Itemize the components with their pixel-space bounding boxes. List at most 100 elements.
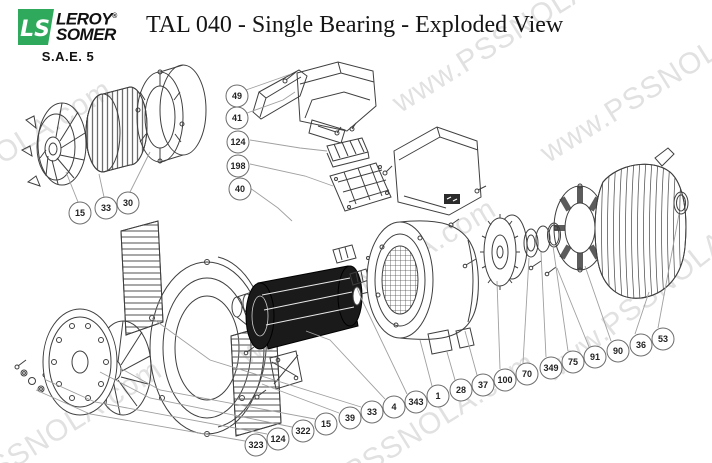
svg-text:28: 28 xyxy=(456,385,466,395)
callout-40: 40 xyxy=(228,177,252,201)
mounting-block xyxy=(243,346,303,400)
callout-15: 15 xyxy=(314,412,338,436)
leader-line xyxy=(356,287,408,395)
screws xyxy=(282,71,557,277)
svg-text:343: 343 xyxy=(408,397,423,407)
leader-line xyxy=(496,280,501,370)
leader-line xyxy=(246,91,296,114)
callout-91: 91 xyxy=(583,345,607,369)
leader-line xyxy=(261,383,340,414)
callout-39: 39 xyxy=(338,406,362,430)
terminal-box-cover-left xyxy=(296,61,377,144)
leader-line xyxy=(552,245,569,352)
registered-mark: ® xyxy=(112,13,117,20)
svg-text:124: 124 xyxy=(230,137,245,147)
louver-panel-upper xyxy=(120,220,164,336)
svg-text:90: 90 xyxy=(613,346,623,356)
leader-line xyxy=(99,371,293,428)
callout-90: 90 xyxy=(606,339,630,363)
leader-line xyxy=(446,351,456,381)
svg-text:100: 100 xyxy=(497,375,512,385)
end-frame xyxy=(135,64,207,164)
svg-text:37: 37 xyxy=(478,380,488,390)
svg-text:70: 70 xyxy=(522,369,532,379)
leader-line xyxy=(634,291,650,335)
terminal-box-cover-right xyxy=(393,126,482,216)
svg-text:53: 53 xyxy=(658,334,668,344)
svg-text:40: 40 xyxy=(235,184,245,194)
leader-line xyxy=(419,339,433,387)
callout-30: 30 xyxy=(116,191,140,215)
svg-text:36: 36 xyxy=(636,340,646,350)
leader-line xyxy=(522,257,530,364)
leader-line xyxy=(249,163,334,187)
callout-322: 322 xyxy=(291,419,315,443)
rear-housing xyxy=(594,147,687,299)
leader-line xyxy=(98,173,105,198)
brand-text: LEROY® SOMER xyxy=(56,9,117,44)
svg-text:124: 124 xyxy=(270,434,285,444)
leader-line xyxy=(35,389,246,442)
svg-text:49: 49 xyxy=(232,91,242,101)
svg-text:75: 75 xyxy=(568,357,578,367)
sae-label: S.A.E. 5 xyxy=(41,49,95,64)
svg-text:91: 91 xyxy=(590,352,600,362)
callout-37: 37 xyxy=(471,373,495,397)
leader-line xyxy=(43,378,268,435)
svg-text:349: 349 xyxy=(543,363,558,373)
svg-text:33: 33 xyxy=(101,203,111,213)
leader-line xyxy=(249,187,293,222)
bearing-and-rings xyxy=(523,222,561,258)
callout-349: 349 xyxy=(539,356,563,380)
leader-line xyxy=(464,330,478,376)
callout-198: 198 xyxy=(226,154,250,178)
leader-line xyxy=(584,265,612,342)
svg-text:1: 1 xyxy=(435,391,440,401)
callout-36: 36 xyxy=(629,333,653,357)
svg-text:LS: LS xyxy=(20,17,50,42)
svg-text:39: 39 xyxy=(345,413,355,423)
svg-text:323: 323 xyxy=(248,440,263,450)
svg-text:15: 15 xyxy=(75,208,85,218)
callout-53: 53 xyxy=(651,327,675,351)
callout-4: 4 xyxy=(382,395,406,419)
coupling-disc xyxy=(42,308,118,416)
leader-line xyxy=(245,73,292,91)
stator xyxy=(366,220,479,355)
leader-line xyxy=(119,367,316,420)
avr-board xyxy=(329,162,392,212)
callout-124: 124 xyxy=(226,130,250,154)
page-title: TAL 040 - Single Bearing - Exploded View xyxy=(146,12,564,38)
svg-text:322: 322 xyxy=(295,426,310,436)
callout-70: 70 xyxy=(515,362,539,386)
front-fan xyxy=(20,102,87,187)
svg-text:33: 33 xyxy=(367,407,377,417)
svg-text:4: 4 xyxy=(391,402,396,412)
leader-line xyxy=(151,317,362,408)
callout-1: 1 xyxy=(426,384,450,408)
callout-323: 323 xyxy=(244,433,268,457)
rectifier-blocks xyxy=(332,244,370,286)
end-cap xyxy=(673,191,689,215)
callout-49: 49 xyxy=(225,84,249,108)
callout-15: 15 xyxy=(68,201,92,225)
callout-33: 33 xyxy=(94,196,118,220)
svg-text:198: 198 xyxy=(230,161,245,171)
grille-band xyxy=(85,86,148,173)
callout-343: 343 xyxy=(404,390,428,414)
callout-41: 41 xyxy=(225,106,249,130)
leader-line xyxy=(65,171,79,203)
callout-28: 28 xyxy=(449,378,473,402)
leader-line xyxy=(129,151,151,193)
leader-line xyxy=(540,251,547,358)
terminal-block xyxy=(326,122,370,168)
callout-33: 33 xyxy=(360,400,384,424)
svg-text:15: 15 xyxy=(321,419,331,429)
rotor xyxy=(245,265,370,350)
logo: LS LEROY® SOMER S.A.E. 5 xyxy=(16,6,136,64)
leader-line xyxy=(556,267,590,348)
svg-text:30: 30 xyxy=(123,198,133,208)
